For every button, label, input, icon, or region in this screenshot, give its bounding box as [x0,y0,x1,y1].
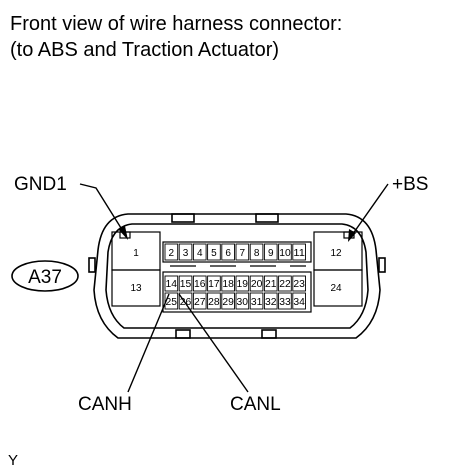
pin-8-cavity [249,243,264,261]
signal-pin-block [162,241,312,313]
pin-32-cavity [263,292,278,310]
pin-7-cavity [235,243,250,261]
pin-2-label: 2 [169,248,175,259]
title-line-1: Front view of wire harness connector: [10,13,342,35]
large-pin-cavities [111,231,363,307]
pin-23-label: 23 [293,279,305,290]
pin-34-label: 34 [293,297,305,308]
pin-16-label: 16 [194,279,206,290]
pin-9-label: 9 [268,248,274,259]
pin-3-label: 3 [183,248,189,259]
bs-arrowhead [348,229,356,242]
pin-6-label: 6 [225,248,231,259]
pin-13-cavity [111,269,161,307]
pin-24-label: 24 [330,283,342,294]
canl-label: CANL [230,394,281,415]
pin-17-label: 17 [208,279,220,290]
connector-id-badge: A37 [11,260,79,292]
pin-7-label: 7 [240,248,246,259]
pin-25-cavity [164,292,179,310]
pin-9-cavity [263,243,278,261]
bs-leader [349,183,389,239]
pin-3-cavity [178,243,193,261]
pin-27-cavity [192,292,207,310]
pin-30-label: 30 [237,297,249,308]
title-line-2: (to ABS and Traction Actuator) [10,39,279,61]
pin-19-label: 19 [237,279,249,290]
pin-5-label: 5 [211,248,217,259]
pin-28-cavity [207,292,221,310]
pin-16-cavity [192,275,207,292]
pin-6-cavity [221,243,235,261]
pin-5-cavity [207,243,221,261]
pin-2-cavity [164,243,179,261]
pin-8-label: 8 [254,248,260,259]
connector-id-label: A37 [28,267,62,288]
pin-27-label: 27 [194,297,206,308]
pin-31-label: 31 [251,297,263,308]
bs-label: +BS [392,174,428,195]
pin-4-cavity [192,243,207,261]
pin-1-label: 1 [133,248,139,259]
pin-28-label: 28 [208,297,220,308]
pin-33-label: 33 [279,297,291,308]
gnd1-arrowhead [118,226,128,240]
pin-22-label: 22 [279,279,291,290]
pin-20-label: 20 [251,279,263,290]
pin-18-cavity [221,275,235,292]
leader-lines [79,183,389,393]
pin-23-cavity [292,275,306,292]
pin-11-label: 11 [293,248,305,259]
footer-code: Y [8,452,19,469]
pin-29-label: 29 [222,297,234,308]
pin-10-label: 10 [279,248,291,259]
pin-20-cavity [249,275,264,292]
pin-33-cavity [278,292,292,310]
gnd1-leader [79,183,127,237]
pin-34-cavity [292,292,306,310]
canl-leader [178,293,249,393]
pin-31-cavity [249,292,264,310]
pin-19-cavity [235,275,250,292]
pin-25-label: 25 [166,297,178,308]
pin-32-label: 32 [265,297,277,308]
pin-14-label: 14 [166,279,178,290]
pin-14-cavity [164,275,179,292]
pin-4-label: 4 [197,248,203,259]
canh-leader [127,293,170,393]
pin-13-label: 13 [130,283,142,294]
leader-arrowheads [118,226,356,242]
pin-30-cavity [235,292,250,310]
large-pin-numbers: 1 12 13 24 [130,248,342,294]
pin-15-label: 15 [180,279,192,290]
pin-11-cavity [292,243,306,261]
pin-21-label: 21 [265,279,277,290]
pin-29-cavity [221,292,235,310]
pin-21-cavity [263,275,278,292]
pin-24-cavity [313,269,363,307]
pin-18-label: 18 [222,279,234,290]
pin-17-cavity [207,275,221,292]
pin-10-cavity [278,243,292,261]
pin-15-cavity [178,275,193,292]
gnd1-label: GND1 [14,174,67,195]
pin-12-label: 12 [330,248,342,259]
canh-label: CANH [78,394,132,415]
pin-26-cavity [178,292,193,310]
pin-22-cavity [278,275,292,292]
